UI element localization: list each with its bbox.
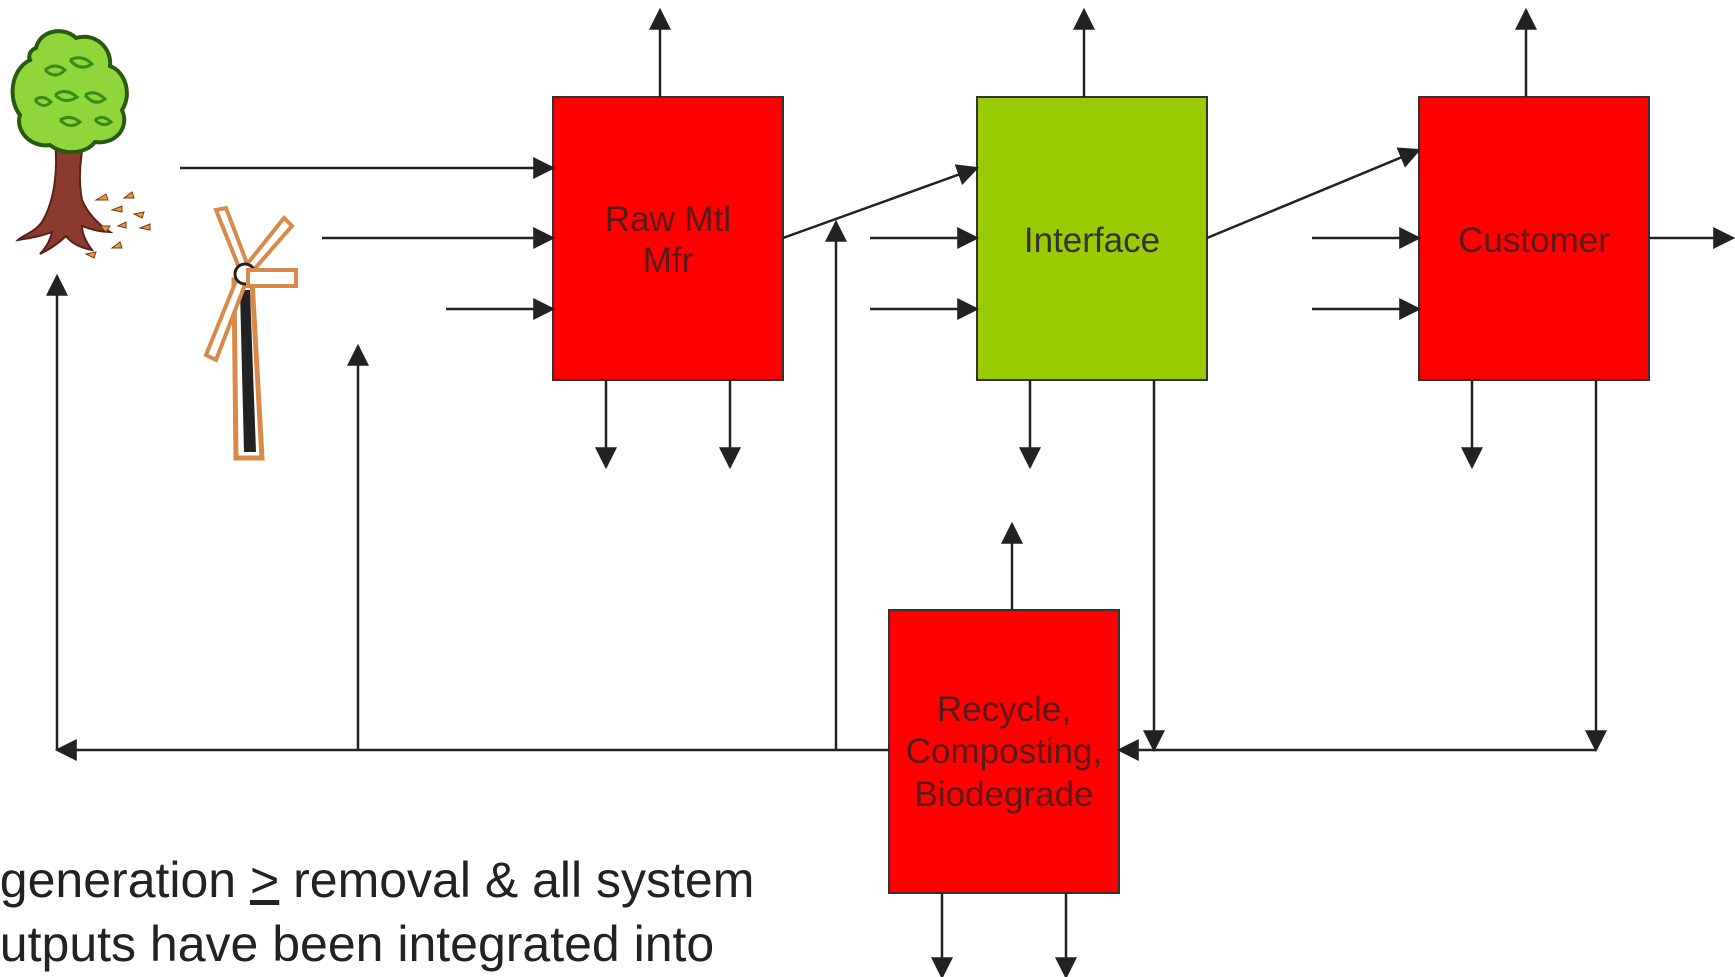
greater-or-equal-symbol: >: [250, 852, 280, 908]
recycle-label-line1: Recycle,: [937, 690, 1071, 729]
customer-box: Customer: [1418, 96, 1650, 381]
recycle-label-line3: Biodegrade: [914, 775, 1093, 814]
interface-box: Interface: [976, 96, 1208, 381]
wind-turbine-icon: [203, 205, 298, 461]
raw-mtl-label-line2: Mfr: [643, 241, 694, 280]
raw-mtl-label-line1: Raw Mtl: [605, 200, 731, 239]
caption-line-1-post: removal & all system: [279, 852, 755, 908]
arrow-interface-to-customer: [1206, 147, 1422, 240]
arrow-raw-to-interface: [782, 164, 980, 240]
raw-mtl-mfr-box: Raw Mtl Mfr: [552, 96, 784, 381]
caption-line-2: outputs have been integrated into: [0, 916, 715, 972]
arrows: [46, 7, 1735, 977]
interface-label: Interface: [1024, 221, 1160, 260]
recycle-box: Recycle, Composting, Biodegrade: [888, 609, 1120, 894]
customer-label: Customer: [1458, 221, 1610, 260]
tree-icon: [10, 29, 151, 259]
recycle-label-line2: Composting,: [906, 732, 1102, 771]
